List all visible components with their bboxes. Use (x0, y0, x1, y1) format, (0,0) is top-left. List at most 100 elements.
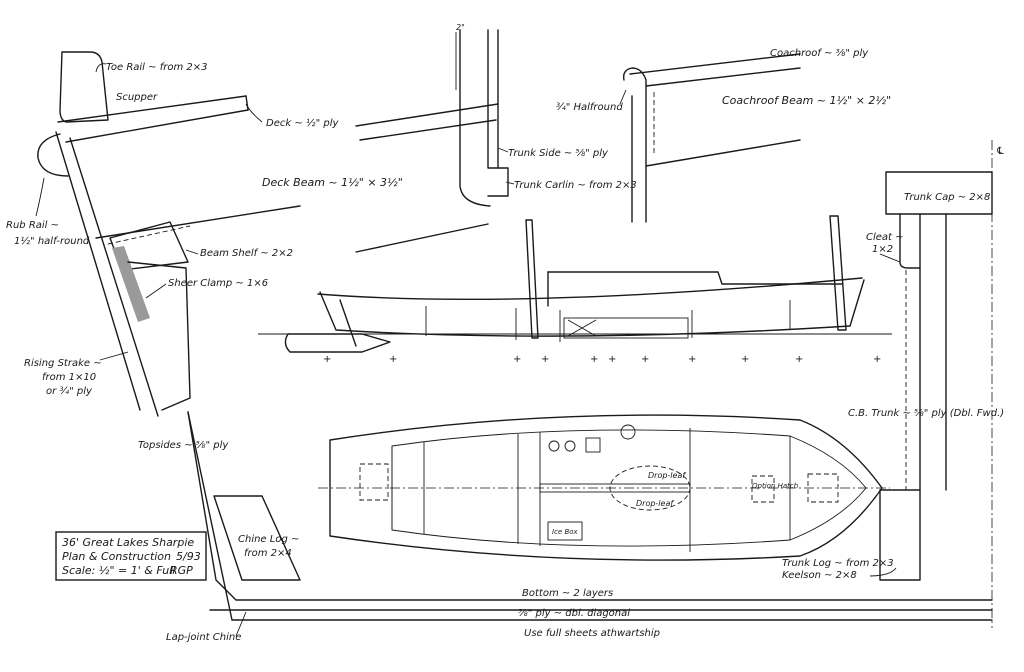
deckhouse (547, 271, 843, 285)
label-coachroof-beam: Coachroof Beam ~ 1½" × 2½" (722, 94, 891, 107)
label-coachroof: Coachroof ~ ⅜" ply (770, 48, 869, 59)
bottom-top-line (187, 411, 993, 601)
label-cleat: Cleat ~ (866, 232, 904, 243)
svg-text:+: + (608, 354, 616, 365)
deck-top-line (57, 95, 247, 123)
label-rub-rail: Rub Rail ~ (6, 220, 59, 231)
hull-edge-section-detail (37, 51, 301, 417)
svg-text:+: + (513, 354, 521, 365)
label-keelson: Keelson ~ 2×8 (782, 570, 857, 581)
title-block: 36' Great Lakes Sharpie Plan & Construct… (55, 531, 207, 581)
centerline-symbol: ℄ (996, 146, 1005, 157)
half-round (622, 67, 647, 223)
coachroof-bottom (645, 67, 801, 87)
label-cleat-size: 1×2 (872, 244, 893, 255)
head (620, 424, 636, 440)
topsides-inner (69, 137, 159, 417)
svg-text:+: + (688, 354, 696, 365)
trunk-carlin-detail (355, 29, 509, 253)
hatch-aft (359, 463, 389, 501)
bottom-chine-section (187, 411, 993, 621)
topsides-outer (55, 131, 141, 411)
designer-signature: RGP (170, 564, 193, 577)
rub-rail (37, 133, 69, 177)
title-line-1: 36' Great Lakes Sharpie (62, 536, 194, 549)
label-beam-shelf: Beam Shelf ~ 2×2 (200, 248, 293, 259)
rising-strake (127, 261, 191, 411)
sheer-line (317, 277, 863, 301)
label-bottom: Bottom ~ 2 layers (522, 588, 613, 599)
label-topsides: Topsides ~ ⅝" ply (138, 440, 229, 451)
stove-burner-1 (548, 440, 560, 452)
trunk-side-outer (459, 29, 491, 207)
forward-hatch (807, 473, 839, 503)
label-rising-strake: Rising Strake ~ (24, 358, 102, 369)
label-lap-joint-chine: Lap-joint Chine (166, 632, 241, 643)
label-rising-strake-3: or ¾" ply (46, 386, 93, 397)
coachroof-top (629, 53, 801, 75)
label-ice-box: Ice Box (552, 528, 579, 536)
svg-text:+: + (741, 354, 749, 365)
labels: Toe Rail ~ from 2×3 Scupper Deck ~ ½" pl… (6, 23, 1005, 643)
rudder (284, 333, 391, 353)
label-half-round: ¾" Halfround (556, 102, 623, 113)
label-toe-rail: Toe Rail ~ from 2×3 (106, 62, 207, 73)
svg-text:+: + (641, 354, 649, 365)
label-sheer-clamp: Sheer Clamp ~ 1×6 (168, 278, 268, 289)
centerboard-trunk-profile (563, 317, 689, 339)
sink (585, 437, 601, 453)
plan-view (318, 414, 890, 561)
label-rub-rail-size: 1½" half-round (14, 235, 90, 247)
deck-beam-lower (355, 223, 489, 253)
profile-view (258, 215, 892, 353)
chine-log (213, 495, 301, 581)
stove-burner-2 (564, 440, 576, 452)
label-option-hatch: Option Hatch (752, 482, 798, 490)
svg-text:+: + (323, 354, 331, 365)
title-date: 5/93 (176, 550, 201, 563)
svg-text:+: + (795, 354, 803, 365)
trunk-log (879, 489, 921, 581)
svg-text:+: + (541, 354, 549, 365)
label-cb-trunk: C.B. Trunk ~ ⅝" ply (Dbl. Fwd.) (848, 408, 1004, 419)
station-marks: + + + + + + + + + + + (323, 354, 881, 365)
label-two-inch: 2" (456, 23, 465, 32)
svg-text:+: + (873, 354, 881, 365)
option-hatch-box (751, 475, 775, 503)
coachroof-beam (645, 139, 801, 167)
drop-leaf-table (609, 465, 691, 511)
svg-text:+: + (389, 354, 397, 365)
svg-text:+: + (590, 354, 598, 365)
label-deck-beam: Deck Beam ~ 1½" × 3½" (262, 176, 403, 189)
title-line-3: Scale: ½" = 1' & Full (62, 564, 175, 577)
title-line-2: Plan & Construction (62, 550, 171, 563)
hull-outline-plan (329, 414, 883, 561)
label-drop-leaf-2: Drop-leaf (636, 499, 674, 508)
label-use-full-sheets: Use full sheets athwartship (524, 628, 660, 639)
trunk-carlin (487, 29, 509, 197)
cb-trunk-section (879, 140, 993, 628)
label-chine-log: Chine Log ~ (238, 534, 299, 545)
label-scupper: Scupper (116, 92, 158, 103)
ice-box (547, 521, 583, 541)
sheer-clamp (112, 246, 150, 322)
deck-ply-top (355, 103, 499, 127)
cleat (899, 213, 921, 269)
label-trunk-side: Trunk Side ~ ⅝" ply (508, 148, 609, 159)
coachroof-detail (622, 53, 801, 223)
fore-mast (829, 215, 847, 331)
main-mast (525, 219, 539, 339)
label-trunk-log: Trunk Log ~ from 2×3 (782, 558, 894, 569)
label-rising-strake-2: from 1×10 (42, 372, 96, 383)
label-trunk-carlin: Trunk Carlin ~ from 2×3 (514, 180, 637, 191)
hull-bottom-profile (319, 279, 865, 337)
label-deck: Deck ~ ½" ply (266, 117, 339, 129)
label-trunk-cap: Trunk Cap ~ 2×8 (904, 192, 990, 203)
toe-rail (59, 51, 109, 123)
label-chine-log-size: from 2×4 (244, 548, 292, 559)
label-bottom-ply: ⅝" ply ~ dbl. diagonal (518, 608, 630, 619)
deck-ply-bottom (359, 119, 497, 141)
leader-lines (35, 63, 901, 637)
label-drop-leaf-1: Drop-leaf (648, 471, 686, 480)
